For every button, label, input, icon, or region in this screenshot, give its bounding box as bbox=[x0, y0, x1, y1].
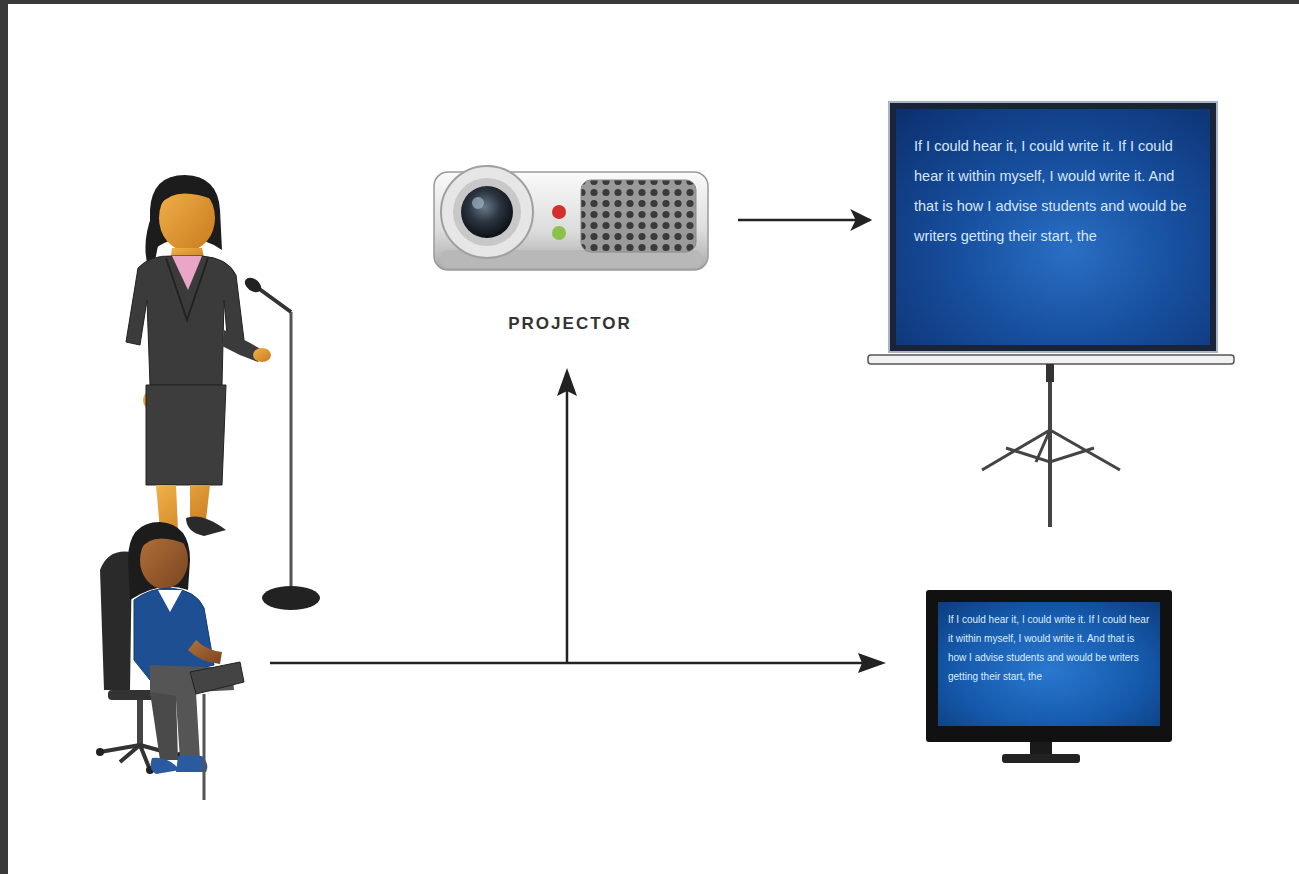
caption-monitor: If I could hear it, I could write it. If… bbox=[926, 590, 1172, 742]
screen-stand bbox=[868, 355, 1234, 527]
projection-screen: If I could hear it, I could write it. If… bbox=[890, 103, 1216, 351]
projector-node: PROJECTOR bbox=[432, 160, 708, 336]
connector-arrow bbox=[738, 219, 870, 222]
monitor-stand bbox=[1002, 742, 1080, 763]
captioner-figure bbox=[96, 522, 244, 800]
caption-text: If I could hear it, I could write it. If… bbox=[948, 610, 1150, 686]
projector-illustration bbox=[434, 166, 708, 270]
caption-text: If I could hear it, I could write it. If… bbox=[914, 131, 1192, 251]
speaker-figure bbox=[126, 175, 271, 545]
caption-feed-lines bbox=[270, 368, 886, 673]
microphone-stand bbox=[242, 275, 320, 610]
device-label: PROJECTOR bbox=[508, 314, 632, 336]
